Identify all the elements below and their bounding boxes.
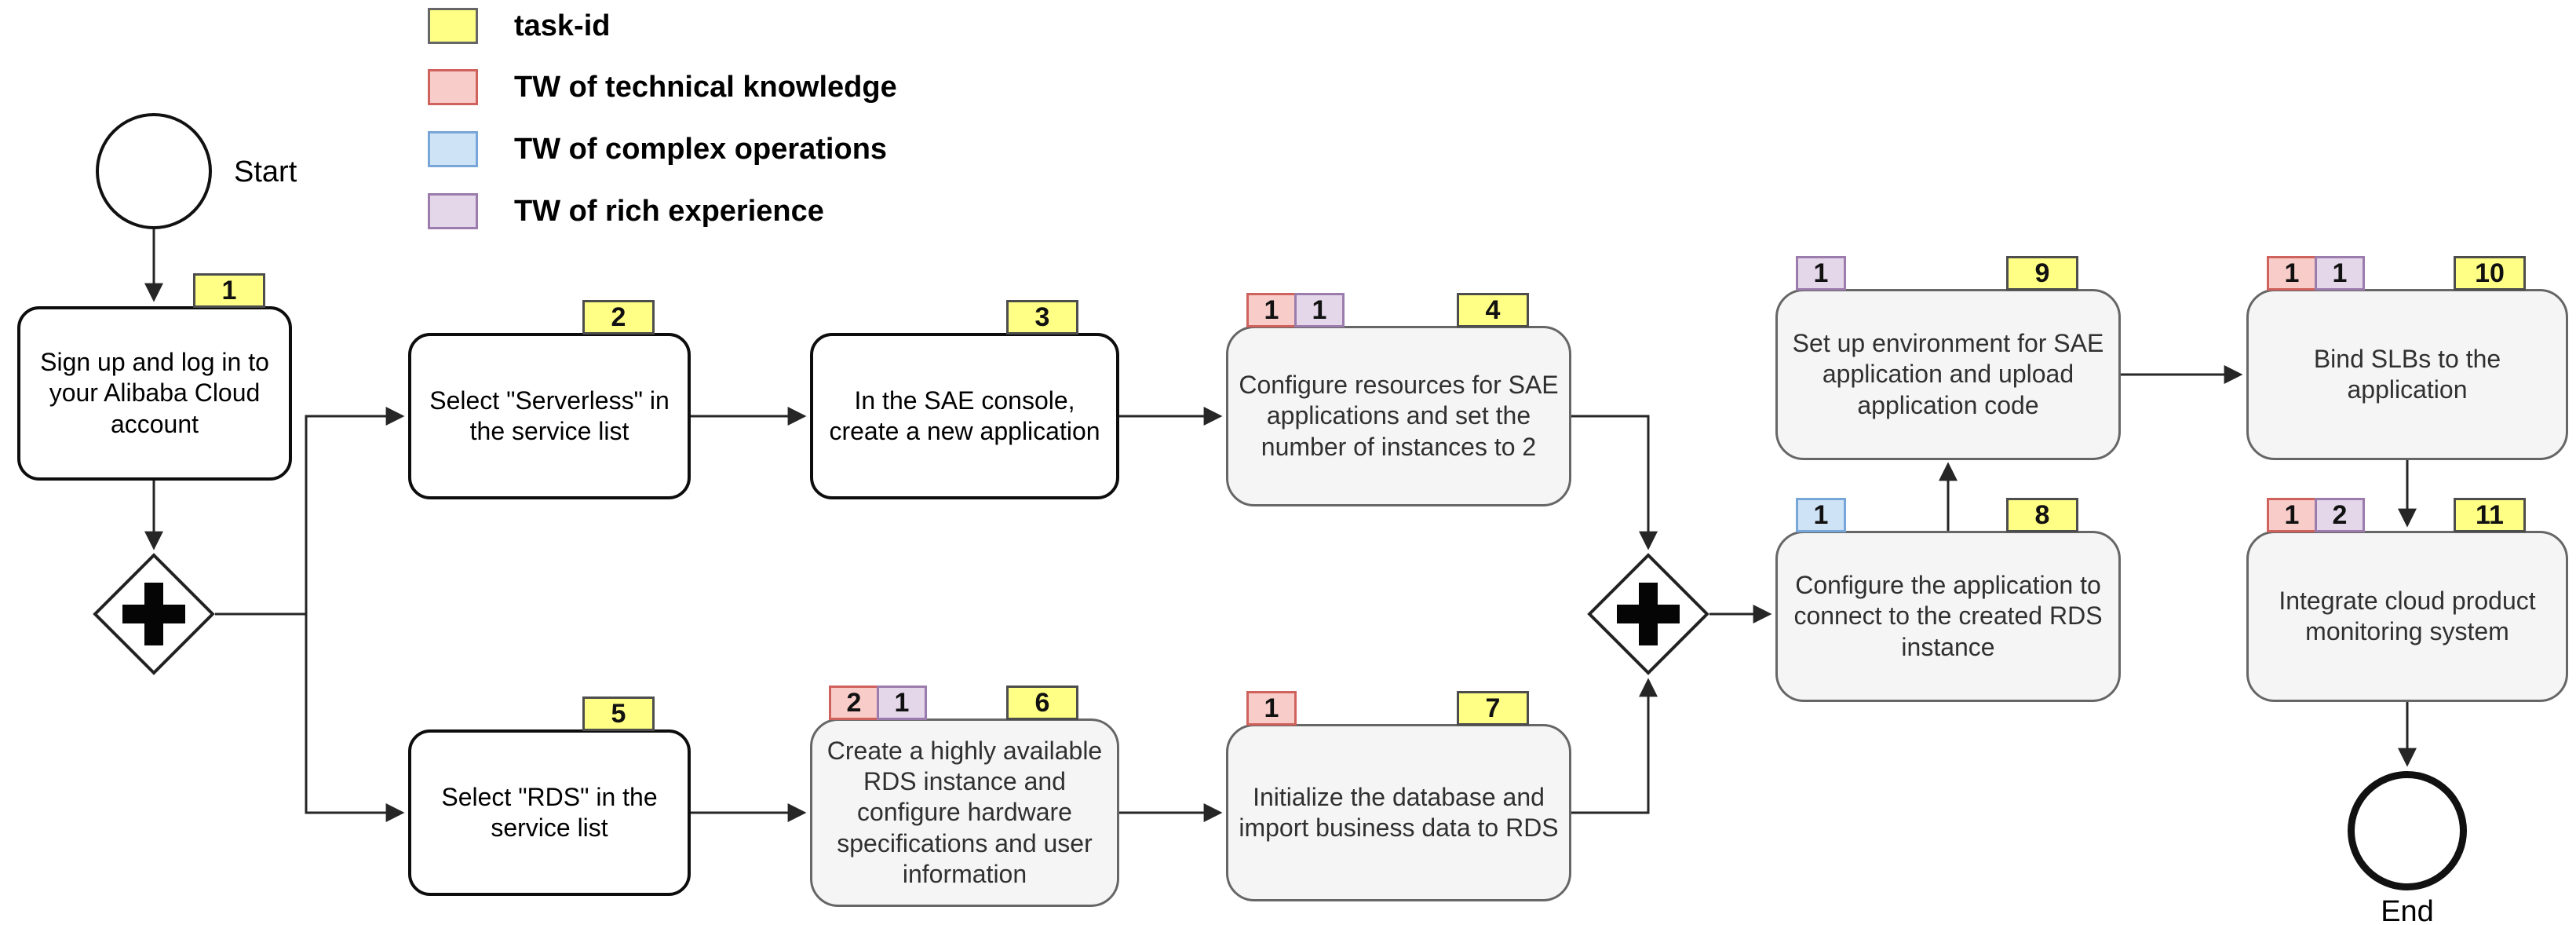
operations-tw-tag: 1 xyxy=(1796,498,1846,532)
task-text: Select "RDS" in the service list xyxy=(441,782,658,842)
technical-tw-tag: 2 xyxy=(829,686,879,720)
experience-tw-tag: 2 xyxy=(2315,498,2365,532)
legend-label-operations: TW of complex operations xyxy=(514,132,888,166)
connector-gateway1-to-task5 xyxy=(305,614,405,822)
legend-label-task-id: task-id xyxy=(514,9,611,42)
task-id-tag: 6 xyxy=(1006,686,1078,720)
task-id-tag: 10 xyxy=(2454,256,2526,291)
task-box-9: Set up environment for SAE application a… xyxy=(1775,289,2121,460)
task-id-tag: 5 xyxy=(582,696,655,731)
task-text: Bind SLBs to the application xyxy=(2313,344,2501,404)
end-event-label: End xyxy=(2381,895,2434,925)
task-text: Integrate cloud product monitoring syste… xyxy=(2279,586,2536,645)
legend-item-operations: TW of complex operations xyxy=(428,131,887,167)
plus-icon xyxy=(1617,583,1680,645)
legend-label-technical: TW of technical knowledge xyxy=(514,70,897,104)
experience-tw-tag: 1 xyxy=(877,686,927,720)
task-box-11: Integrate cloud product monitoring syste… xyxy=(2246,531,2568,702)
task-text: Create a highly available RDS instance a… xyxy=(826,737,1103,888)
task-id-tag: 3 xyxy=(1006,300,1078,335)
task-id-tag: 11 xyxy=(2454,498,2526,532)
task-text: Select "Serverless" in the service list xyxy=(429,386,670,445)
task-text: Set up environment for SAE application a… xyxy=(1792,329,2104,419)
technical-tw-tag: 1 xyxy=(1246,293,1297,327)
task-box-10: Bind SLBs to the application xyxy=(2246,289,2568,460)
task-box-7: Initialize the database and import busin… xyxy=(1226,724,1571,901)
connector-task4-to-gateway2 xyxy=(1571,415,1658,550)
task-id-tag: 7 xyxy=(1457,691,1529,726)
task-box-5: Select "RDS" in the service list xyxy=(408,729,691,896)
legend-item-technical: TW of technical knowledge xyxy=(428,69,897,105)
task-box-2: Select "Serverless" in the service list xyxy=(408,333,691,499)
task-box-8: Configure the application to connect to … xyxy=(1775,531,2121,702)
task-id-swatch xyxy=(428,8,478,44)
task-text: Configure the application to connect to … xyxy=(1793,571,2103,661)
technical-tw-tag: 1 xyxy=(1246,691,1297,726)
task-text: Sign up and log in to your Alibaba Cloud… xyxy=(40,348,269,438)
experience-tw-tag: 1 xyxy=(1796,256,1846,291)
plus-icon xyxy=(122,583,185,645)
legend-item-task-id: task-id xyxy=(428,8,610,44)
task-id-tag: 4 xyxy=(1457,293,1529,327)
legend-item-experience: TW of rich experience xyxy=(428,193,824,229)
connector-gateway1-to-task2 xyxy=(215,407,405,616)
experience-tw-tag: 1 xyxy=(2315,256,2365,291)
task-id-tag: 1 xyxy=(193,273,265,308)
technical-tw-tag: 1 xyxy=(2267,256,2317,291)
technical-tw-tag: 1 xyxy=(2267,498,2317,532)
start-event-label: Start xyxy=(234,155,297,188)
operations-tw-swatch xyxy=(428,131,478,167)
task-box-1: Sign up and log in to your Alibaba Cloud… xyxy=(17,306,292,481)
task-id-tag: 8 xyxy=(2006,498,2078,532)
connector-task7-to-gateway2 xyxy=(1571,678,1658,814)
task-box-4: Configure resources for SAE applications… xyxy=(1226,326,1571,506)
task-text: Configure resources for SAE applications… xyxy=(1239,371,1559,461)
experience-tw-swatch xyxy=(428,193,478,229)
task-box-6: Create a highly available RDS instance a… xyxy=(810,718,1119,907)
experience-tw-tag: 1 xyxy=(1294,293,1345,327)
task-id-tag: 2 xyxy=(582,300,655,335)
task-box-3: In the SAE console, create a new applica… xyxy=(810,333,1119,499)
legend-label-experience: TW of rich experience xyxy=(514,194,824,228)
technical-tw-swatch xyxy=(428,69,478,105)
task-text: In the SAE console, create a new applica… xyxy=(829,386,1100,445)
start-event-circle xyxy=(96,113,212,229)
end-event-circle xyxy=(2348,771,2467,890)
task-text: Initialize the database and import busin… xyxy=(1239,782,1559,842)
task-id-tag: 9 xyxy=(2006,256,2078,291)
